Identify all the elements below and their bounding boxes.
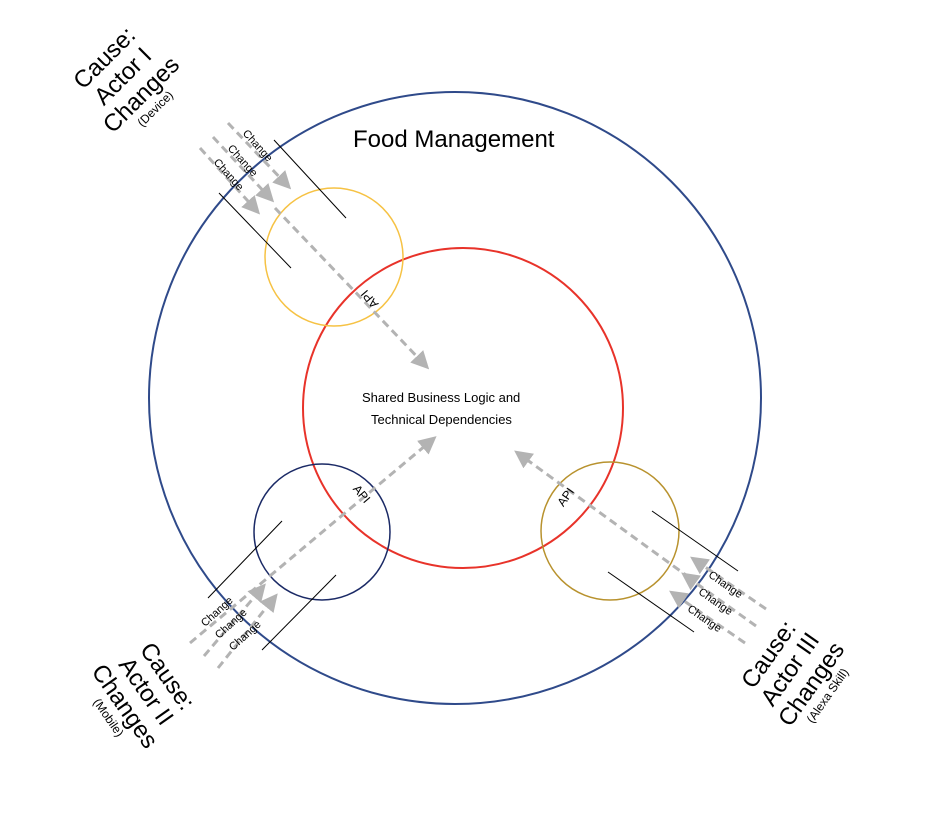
change-arrows bbox=[189, 121, 767, 669]
domain-title: Food Management bbox=[353, 126, 555, 153]
actor3-circle bbox=[540, 461, 680, 601]
actor1-circle bbox=[264, 187, 404, 327]
actor2-circle bbox=[253, 463, 391, 601]
core-label-line2: Technical Dependencies bbox=[371, 412, 512, 427]
outer-domain-circle bbox=[148, 91, 762, 705]
core-label-line1: Shared Business Logic and bbox=[362, 390, 521, 405]
core-circle bbox=[302, 247, 624, 569]
boundary-lines bbox=[207, 139, 739, 651]
